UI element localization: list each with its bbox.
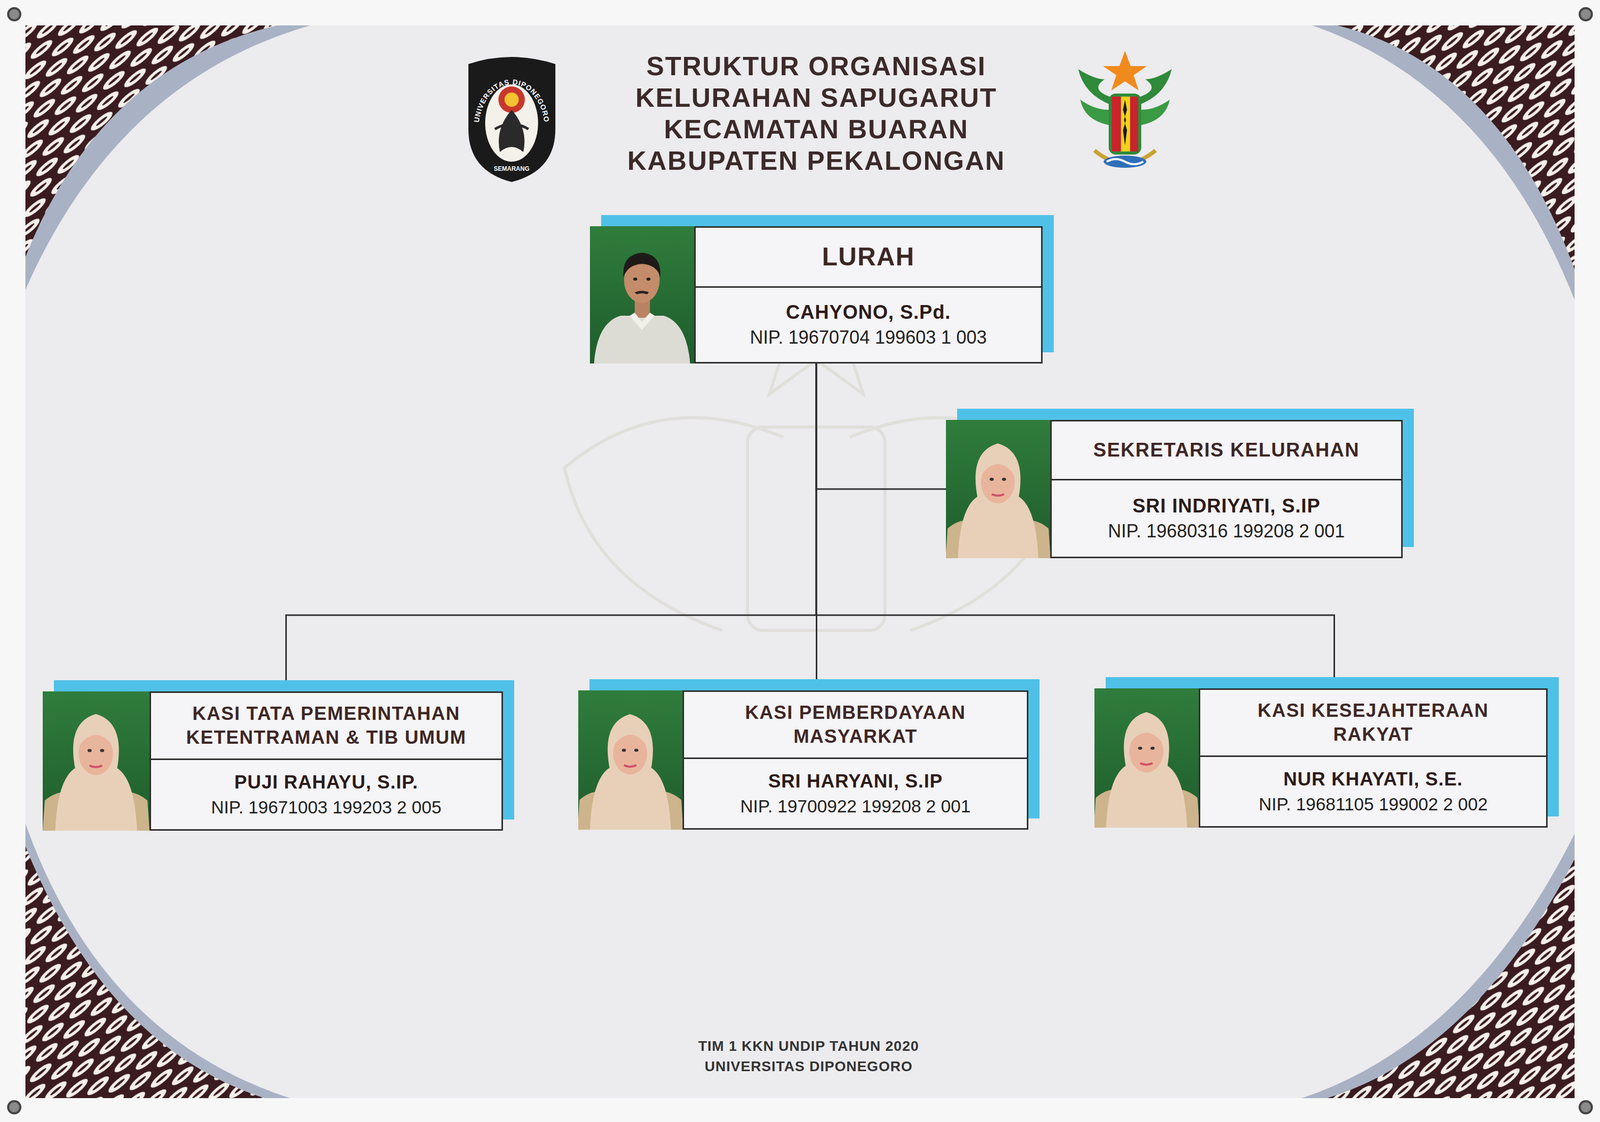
photo-frame: [589, 226, 695, 364]
footer-note: TIM 1 KKN UNDIP TAHUN 2020: [503, 1037, 1114, 1056]
batik-corners: [25, 25, 1575, 1099]
title-row: LURAH: [695, 227, 1042, 288]
position-title: KASI TATA PEMERINTAHAN KETENTRAMAN & TIB…: [181, 702, 471, 750]
logo-ring-text: UNIVERSITAS DIPONEGORO: [472, 77, 552, 124]
employee-id: NIP. 19681105 199002 2 002: [1258, 792, 1488, 817]
name-row: SRI INDRIYATI, S.IPNIP. 19680316 199208 …: [1051, 480, 1402, 557]
card-body: SEKRETARIS KELURAHAN SRI INDRIYATI, S.IPN…: [945, 420, 1403, 559]
portrait: [42, 691, 150, 832]
employee-id: NIP. 19671003 199203 2 005: [211, 795, 442, 820]
card-body: KASI PEMBERDAYAAN MASYARKAT SRI HARYANI, …: [578, 690, 1029, 831]
svg-text:UNIVERSITAS DIPONEGORO: UNIVERSITAS DIPONEGORO: [472, 77, 552, 124]
title-row: SEKRETARIS KELURAHAN: [1051, 421, 1402, 481]
org-card: KASI PEMBERDAYAAN MASYARKAT SRI HARYANI, …: [578, 690, 1029, 831]
chart-title: STRUKTUR ORGANISASI KELURAHAN SAPUGARUT …: [597, 50, 1035, 177]
connector-line: [286, 363, 817, 692]
position-title: KASI PEMBERDAYAAN MASYARKAT: [714, 701, 997, 749]
title-row: KASI PEMBERDAYAAN MASYARKAT: [684, 692, 1027, 760]
card-panel: KASI TATA PEMERINTAHAN KETENTRAMAN & TIB…: [149, 691, 503, 832]
name-row: CAHYONO, S.Pd.NIP. 19670704 199603 1 003: [695, 287, 1042, 363]
title-row: KASI KESEJAHTERAAN RAKYAT: [1200, 690, 1547, 758]
card-panel: KASI PEMBERDAYAAN MASYARKAT SRI HARYANI, …: [682, 690, 1029, 831]
org-card: KASI TATA PEMERINTAHAN KETENTRAMAN & TIB…: [42, 691, 503, 832]
banner-panel: [25, 25, 1575, 1099]
card-panel: LURAH CAHYONO, S.Pd.NIP. 19670704 199603 …: [694, 226, 1043, 364]
photo-frame: [945, 420, 1051, 559]
position-title: SEKRETARIS KELURAHAN: [1093, 438, 1360, 463]
name-row: SRI HARYANI, S.IPNIP. 19700922 199208 2 …: [684, 759, 1027, 829]
org-card: LURAH CAHYONO, S.Pd.NIP. 19670704 199603 …: [589, 226, 1043, 364]
official-name: PUJI RAHAYU, S.IP.: [234, 769, 419, 796]
name-row: PUJI RAHAYU, S.IP.NIP. 19671003 199203 2…: [151, 760, 502, 830]
photo-frame: [42, 691, 150, 832]
footer-note: UNIVERSITAS DIPONEGORO: [503, 1057, 1114, 1077]
employee-id: NIP. 19670704 199603 1 003: [750, 325, 988, 351]
official-name: CAHYONO, S.Pd.: [785, 299, 951, 326]
card-body: LURAH CAHYONO, S.Pd.NIP. 19670704 199603 …: [589, 226, 1043, 364]
portrait: [1094, 688, 1199, 828]
photo-frame: [1094, 688, 1199, 828]
portrait: [578, 690, 683, 831]
official-name: NUR KHAYATI, S.E.: [1283, 766, 1464, 793]
title-row: KASI TATA PEMERINTAHAN KETENTRAMAN & TIB…: [151, 693, 502, 761]
connector-line: [816, 363, 946, 490]
org-card: SEKRETARIS KELURAHAN SRI INDRIYATI, S.IPN…: [945, 420, 1403, 559]
position-title: KASI KESEJAHTERAAN RAKYAT: [1230, 699, 1516, 747]
logo-city-text: SEMARANG: [493, 165, 530, 173]
undip-logo: UNIVERSITAS DIPONEGORO SEMARANG: [468, 56, 556, 183]
card-panel: KASI KESEJAHTERAAN RAKYAT NUR KHAYATI, S.…: [1198, 688, 1548, 828]
photo-frame: [578, 690, 683, 831]
position-title: LURAH: [821, 241, 915, 274]
portrait: [945, 420, 1051, 559]
employee-id: NIP. 19680316 199208 2 001: [1108, 519, 1346, 545]
card-body: KASI TATA PEMERINTAHAN KETENTRAMAN & TIB…: [42, 691, 503, 832]
employee-id: NIP. 19700922 199208 2 001: [740, 794, 971, 819]
card-panel: SEKRETARIS KELURAHAN SRI INDRIYATI, S.IPN…: [1050, 420, 1403, 559]
portrait: [589, 226, 695, 364]
official-name: SRI HARYANI, S.IP: [767, 768, 943, 795]
org-card: KASI KESEJAHTERAAN RAKYAT NUR KHAYATI, S.…: [1094, 688, 1548, 828]
official-name: SRI INDRIYATI, S.IP: [1132, 493, 1321, 520]
pekalongan-logo: [1078, 50, 1172, 168]
card-body: KASI KESEJAHTERAAN RAKYAT NUR KHAYATI, S.…: [1094, 688, 1548, 828]
name-row: NUR KHAYATI, S.E.NIP. 19681105 199002 2 …: [1200, 757, 1547, 827]
grommets: [8, 8, 1592, 1114]
